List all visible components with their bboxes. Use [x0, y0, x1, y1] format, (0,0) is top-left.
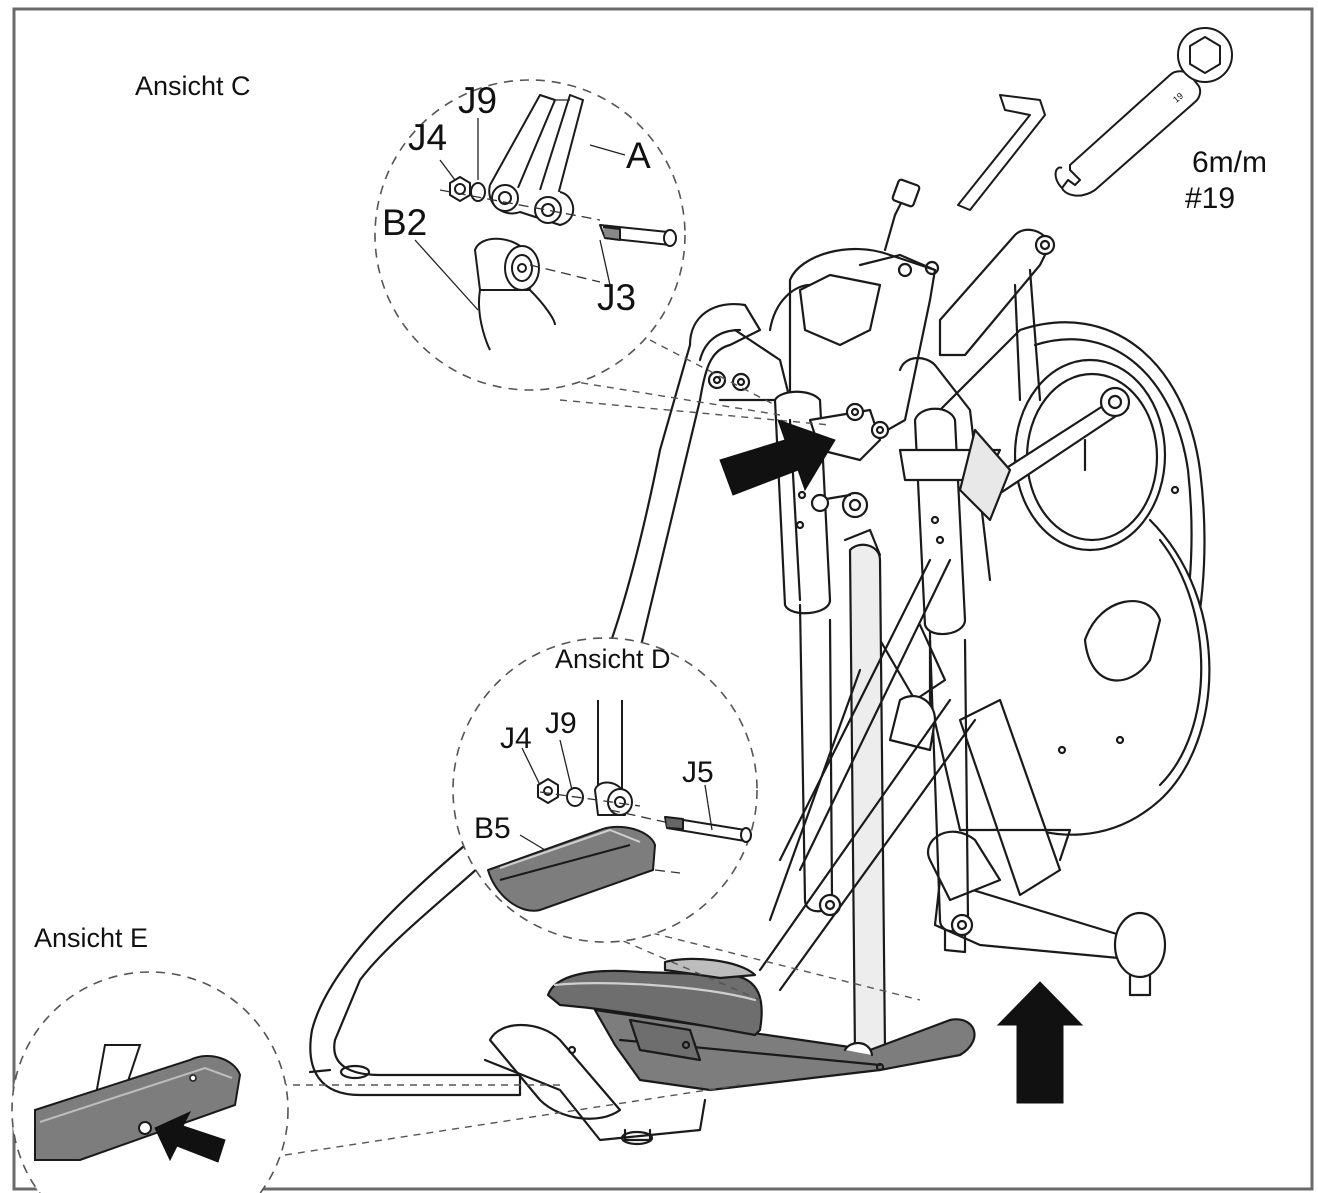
view-label-c: Ansicht C — [135, 71, 251, 101]
open-wrench — [1054, 27, 1233, 197]
arrow-up-pedal — [996, 981, 1084, 1104]
arrow-to-pivot — [719, 419, 836, 496]
part-label-b5: B5 — [474, 812, 511, 845]
view-label-d: Ansicht D — [555, 644, 671, 674]
detail-view-c: J9 J4 A B2 J3 — [374, 79, 831, 426]
allen-key — [957, 94, 1046, 211]
part-label-j4-d: J4 — [500, 722, 532, 755]
detail-view-d: J9 J4 J5 B5 Ansicht D — [452, 637, 921, 1001]
wrench-engraving: 19 — [1171, 91, 1185, 105]
view-c-circle — [374, 79, 686, 391]
view-e-leader — [280, 1084, 741, 1156]
diagonal-rails — [758, 558, 977, 992]
rear-stabilizer — [927, 830, 1167, 997]
crank-arm — [978, 386, 1131, 502]
direction-arrows — [154, 419, 1084, 1163]
part-label-b2: B2 — [382, 202, 427, 243]
tool-size-wrench: #19 — [1185, 182, 1235, 215]
front-stabilizer — [483, 1023, 707, 1142]
part-label-j5: J5 — [682, 756, 714, 789]
elliptical-trainer — [308, 178, 1211, 1146]
part-label-j4-c: J4 — [408, 117, 447, 158]
part-label-j9-d: J9 — [545, 707, 577, 740]
upper-link-arm — [938, 228, 1056, 402]
inner-frame-lines — [707, 328, 802, 422]
main-frame — [958, 698, 1072, 897]
part-label-j9-c: J9 — [458, 80, 497, 121]
tool-size-allen: 6m/m — [1192, 146, 1267, 179]
arrow-view-e — [154, 1110, 226, 1163]
pedal-platform — [546, 969, 763, 1037]
part-b5-rail — [487, 825, 656, 912]
foot-pedal — [546, 957, 976, 1092]
housing-cutout — [1083, 599, 1162, 682]
page-frame — [12, 7, 1314, 1191]
part-label-a: A — [626, 135, 651, 176]
front-upright — [768, 178, 940, 442]
part-label-j3: J3 — [597, 277, 636, 318]
view-label-e: Ansicht E — [34, 923, 148, 953]
